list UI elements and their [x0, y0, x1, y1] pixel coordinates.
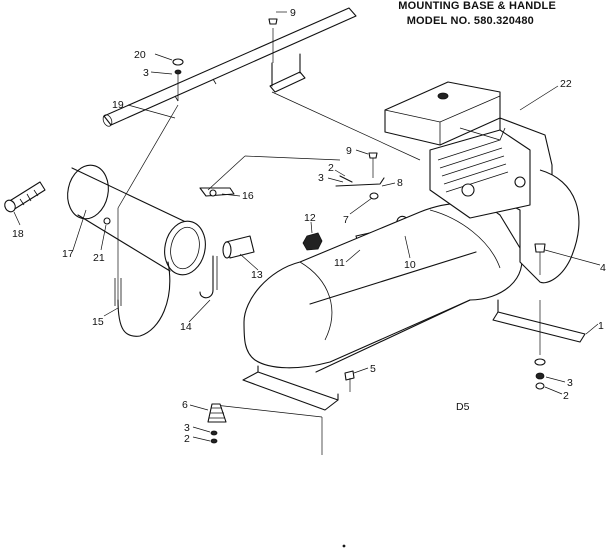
callout-20: 20: [134, 49, 146, 61]
callout-17: 17: [62, 248, 74, 260]
engine: [384, 81, 580, 284]
callout-3: 3: [567, 377, 573, 389]
j-hook: [199, 255, 218, 299]
screw-5: [344, 370, 355, 392]
handle-bar: [102, 7, 357, 127]
diagram-title: MOUNTING BASE & HANDLE: [398, 0, 556, 12]
model-number: MODEL NO. 580.320480: [406, 15, 534, 27]
callout-14: 14: [180, 321, 192, 333]
leader-lines: [13, 11, 601, 442]
handle-grip: [4, 181, 46, 213]
nut: [302, 232, 323, 251]
diagram-code: D5: [456, 401, 470, 413]
screw-9-mid: [368, 152, 378, 178]
callout-18: 18: [12, 228, 24, 240]
callout-8: 8: [397, 177, 403, 189]
callout-19: 19: [112, 99, 124, 111]
stray-mark: [342, 544, 346, 548]
washer-20: [172, 58, 184, 75]
washer-stack-right: [534, 358, 546, 390]
callout-5: 5: [370, 363, 376, 375]
callout-13: 13: [251, 269, 263, 281]
mounting-base: [242, 299, 471, 411]
main-tank: [243, 202, 523, 369]
callout-15: 15: [92, 316, 104, 328]
callout-11: 11: [334, 257, 345, 269]
wire-hose: [114, 261, 171, 337]
callout-labels: 9 20 3 19 22 9 2 3 8 7 16 18 17 21 12 11…: [12, 7, 606, 445]
callout-12: 12: [304, 212, 316, 224]
washer-3-bracket: [335, 175, 385, 200]
callout-2: 2: [563, 390, 569, 402]
tank-cylinder: [67, 164, 206, 276]
base-plate: [492, 299, 586, 343]
screw-9-top: [268, 18, 278, 25]
callout-9: 9: [346, 145, 352, 157]
callout-6: 6: [182, 399, 188, 411]
callout-3: 3: [143, 67, 149, 79]
screw-4: [534, 243, 546, 275]
callout-7: 7: [343, 214, 349, 226]
small-bracket: [199, 187, 235, 197]
guide-lines: [117, 72, 541, 455]
callout-2: 2: [184, 433, 190, 445]
callout-21: 21: [93, 252, 105, 264]
callout-10: 10: [404, 259, 416, 271]
callout-3: 3: [318, 172, 324, 184]
callout-16: 16: [242, 190, 254, 202]
callout-2: 2: [328, 162, 334, 174]
callout-22: 22: [560, 78, 572, 90]
handle-bracket: [269, 28, 306, 93]
callout-4: 4: [600, 262, 606, 274]
callout-3: 3: [184, 422, 190, 434]
coupling: [222, 235, 255, 259]
rubber-foot: [207, 403, 227, 444]
callout-1: 1: [598, 320, 604, 332]
callout-9: 9: [290, 7, 296, 19]
